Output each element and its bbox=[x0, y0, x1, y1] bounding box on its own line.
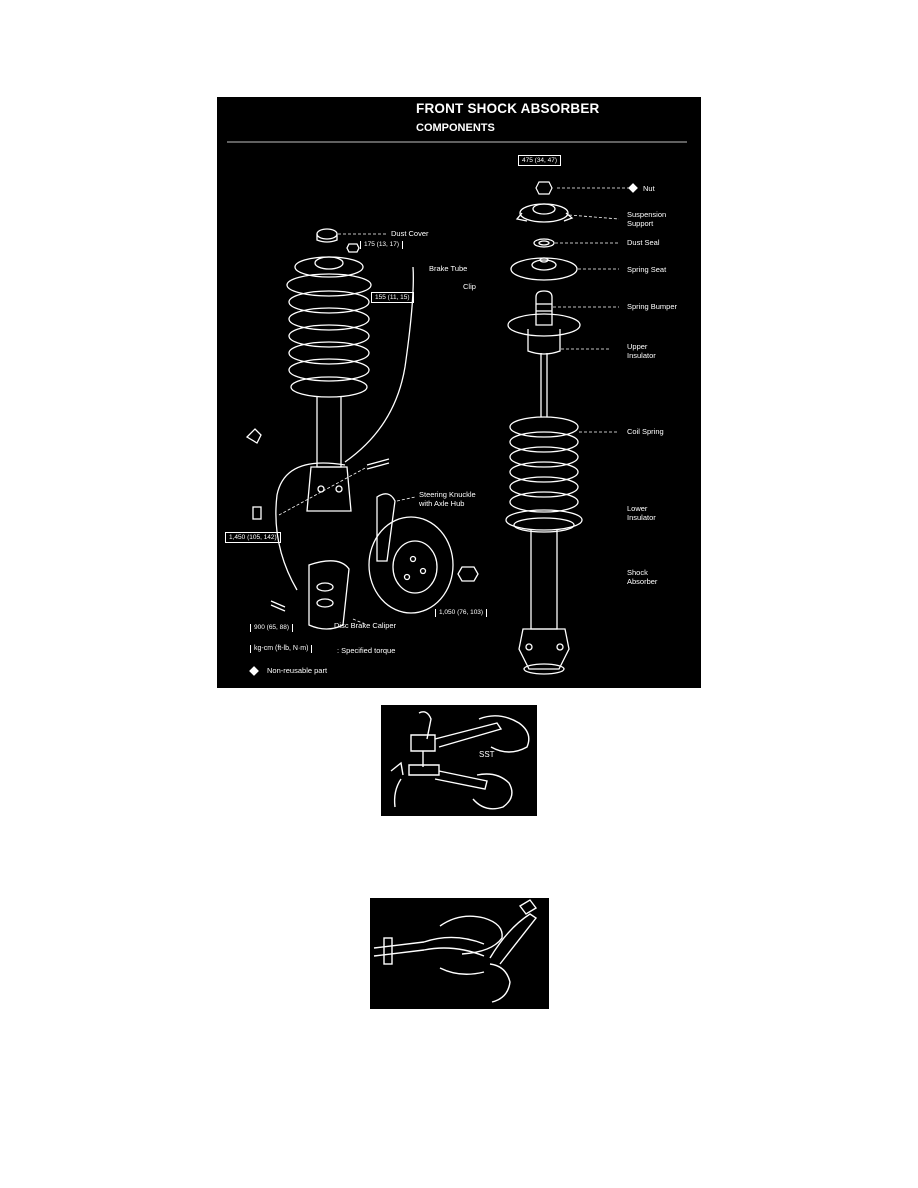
torque-dust-cover: 175 (13, 17) bbox=[360, 241, 404, 249]
torque-caliper-bolt: 900 (65, 88) bbox=[250, 624, 294, 632]
label-coil-spring: Coil Spring bbox=[627, 427, 664, 436]
torque-knuckle-bolts: 1,450 (105, 142) bbox=[225, 532, 281, 544]
hand-photo-artwork bbox=[373, 899, 538, 1003]
label-shock-absorber: Shock Absorber bbox=[627, 568, 658, 586]
label-steering-knuckle: Steering Knuckle with Axle Hub bbox=[419, 490, 476, 508]
brake-tube-disconnect-photo bbox=[370, 898, 549, 1009]
label-brake-tube: Brake Tube bbox=[429, 264, 468, 273]
diagram-subtitle: COMPONENTS bbox=[416, 122, 495, 134]
sst-photo-artwork bbox=[390, 711, 530, 810]
torque-nut: 475 (34, 47) bbox=[518, 155, 562, 167]
label-dust-cover: Dust Cover bbox=[391, 229, 429, 238]
torque-brake-tube: 155 (11, 15) bbox=[371, 292, 414, 304]
legend-torque-desc: : Specified torque bbox=[337, 646, 396, 655]
sst-label: SST bbox=[479, 750, 495, 759]
label-suspension-support: Suspension Support bbox=[627, 210, 667, 228]
diagram-artwork bbox=[227, 141, 687, 676]
label-lower-insulator: Lower Insulator bbox=[627, 504, 656, 522]
diagram-title: FRONT SHOCK ABSORBER bbox=[416, 101, 600, 116]
label-spring-seat: Spring Seat bbox=[627, 265, 667, 274]
legend-torque-unit: kg-cm (ft-lb, N·m) bbox=[250, 645, 313, 654]
label-dust-seal: Dust Seal bbox=[627, 238, 660, 247]
label-disc-brake-caliper: Disc Brake Caliper bbox=[334, 621, 397, 630]
legend-nonreusable-desc: Non-reusable part bbox=[267, 666, 328, 675]
sst-wrench-photo: SST bbox=[381, 705, 537, 816]
label-nut: Nut bbox=[643, 184, 655, 193]
label-spring-bumper: Spring Bumper bbox=[627, 302, 678, 311]
label-clip: Clip bbox=[463, 282, 476, 291]
label-upper-insulator: Upper Insulator bbox=[627, 342, 656, 360]
front-shock-absorber-diagram: FRONT SHOCK ABSORBER COMPONENTS 475 (34,… bbox=[217, 97, 701, 688]
torque-hub-nut: 1,050 (76, 103) bbox=[435, 609, 488, 617]
